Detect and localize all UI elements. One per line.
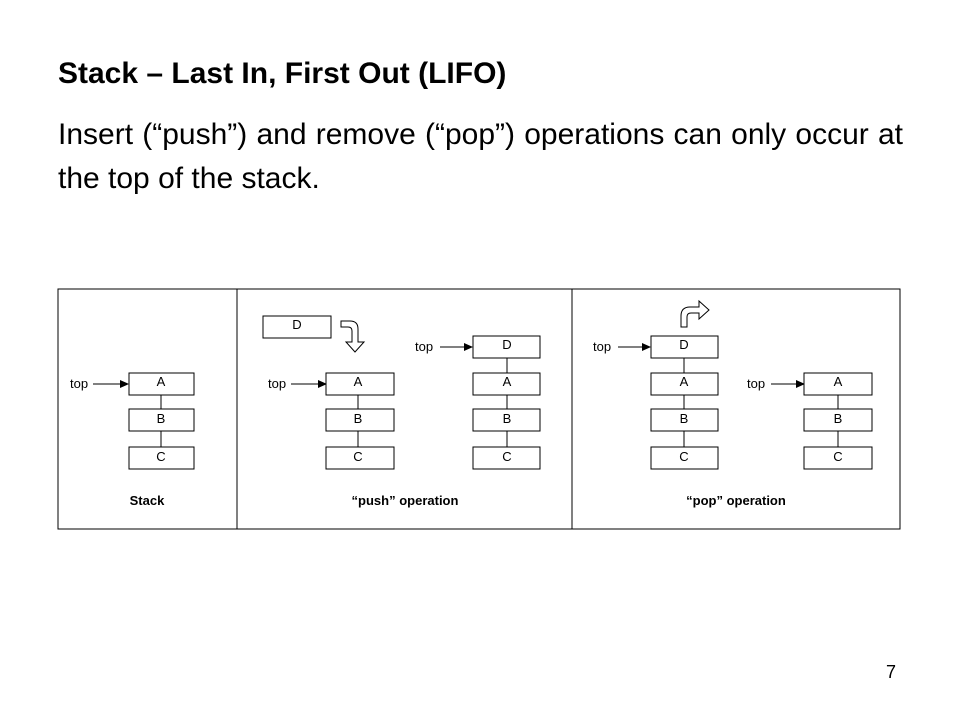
top-label: top [70,376,88,391]
stack-cell [325,408,395,432]
top-pointer-arrowhead [796,380,805,388]
pop-panel: top D A B C top A B C “pop” operation [593,299,873,508]
curved-arrow-down-icon [340,320,366,353]
page-number: 7 [886,662,897,682]
stack-cell [128,446,195,470]
push-panel: D top A B C top D A B C “push” operat [262,315,541,508]
top-label: top [268,376,286,391]
top-label: top [415,339,433,354]
stack-cell-label: C [156,449,165,464]
stack-cell-label: D [502,337,511,352]
incoming-cell-label: D [292,317,301,332]
stack-cell [803,446,873,470]
stack-cell-label: A [503,374,512,389]
stack-cell-label: C [353,449,362,464]
stack-cell-label: B [354,411,363,426]
slide-body-text: Insert (“push”) and remove (“pop”) opera… [58,118,903,195]
stack-cell [472,446,541,470]
panel-caption: Stack [130,493,165,508]
top-pointer-arrowhead [642,343,651,351]
stack-cell [325,446,395,470]
slide-title: Stack – Last In, First Out (LIFO) [58,57,507,90]
incoming-cell [262,315,332,339]
top-pointer-arrowhead [318,380,327,388]
stack-cell-label: B [157,411,166,426]
panel-caption: “pop” operation [686,493,786,508]
stack-cell [650,446,719,470]
stack-cell-label: A [834,374,843,389]
stack-cell [325,372,395,396]
top-pointer-arrowhead [120,380,129,388]
stack-cell-label: B [834,411,843,426]
top-label: top [593,339,611,354]
curved-arrow-up-right-icon [680,299,710,328]
stack-cell-label: B [680,411,689,426]
panel-caption: “push” operation [352,493,459,508]
stack-cell-label: A [680,374,689,389]
stack-cell-label: B [503,411,512,426]
top-pointer-arrowhead [464,343,473,351]
stack-cell-label: A [157,374,166,389]
diagram-frame [57,288,901,530]
stack-cell-label: C [833,449,842,464]
stack-cell-label: C [679,449,688,464]
stack-cell-label: C [502,449,511,464]
stack-panel: top A B C Stack [70,372,195,508]
stack-cell-label: A [354,374,363,389]
top-label: top [747,376,765,391]
stack-cell-label: D [679,337,688,352]
